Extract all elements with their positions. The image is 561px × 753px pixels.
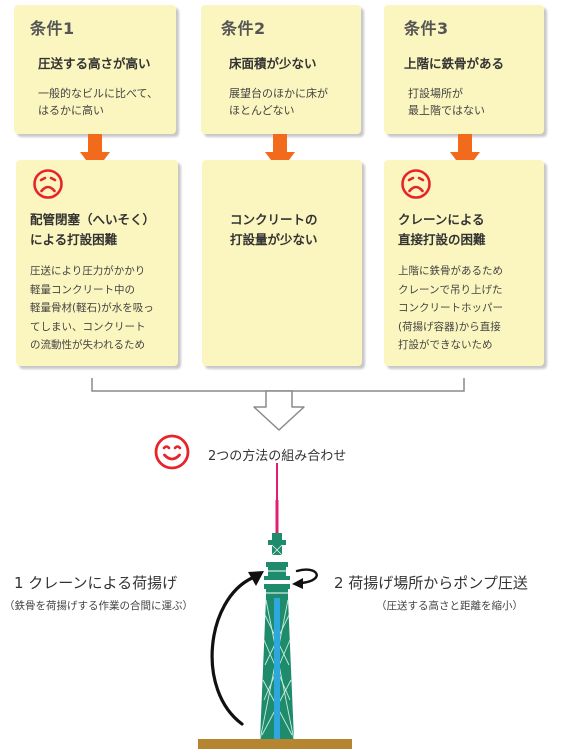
method-1-label: 1 クレーンによる荷揚げ xyxy=(14,574,178,592)
combination-label: 2つの方法の組み合わせ xyxy=(208,449,347,464)
smile-face-icon xyxy=(154,434,190,470)
condition-card-1: 条件1 圧送する高さが高い 一般的なビルに比べて、 はるかに高い xyxy=(14,5,176,134)
result-heading: クレーンによる 直接打設の困難 xyxy=(398,212,486,247)
result-heading: 配管閉塞（へいそく） による打設困難 xyxy=(30,212,156,247)
condition-heading: 上階に鉄骨がある xyxy=(404,56,505,71)
condition-description: 打設場所が 最上階ではない xyxy=(408,87,485,117)
result-description: 上階に鉄骨があるため クレーンで吊り上げた コンクリートホッパー (荷揚げ容器)… xyxy=(398,265,503,351)
method-2-label: 2 荷揚げ場所からポンプ圧送 xyxy=(334,574,528,592)
result-card-2: コンクリートの 打設量が少ない xyxy=(202,160,362,366)
condition-heading: 圧送する高さが高い xyxy=(38,56,151,71)
result-heading: コンクリートの 打設量が少ない xyxy=(230,212,318,247)
condition-heading: 床面積が少ない xyxy=(229,56,317,71)
result-card-3: クレーンによる 直接打設の困難 上階に鉄骨があるため クレーンで吊り上げた コン… xyxy=(384,160,544,366)
method-2-sublabel: （圧送する高さと距離を縮小） xyxy=(376,600,523,612)
sad-face-icon xyxy=(33,169,63,199)
result-card-1: 配管閉塞（へいそく） による打設困難 圧送により圧力がかかり 軽量コンクリート中… xyxy=(16,160,178,366)
condition-card-2: 条件2 床面積が少ない 展望台のほかに床が ほとんどない xyxy=(201,5,361,134)
method-1-sublabel: （鉄骨を荷揚げする作業の合間に運ぶ） xyxy=(4,600,193,612)
condition-card-3: 条件3 上階に鉄骨がある 打設場所が 最上階ではない xyxy=(384,5,544,134)
sad-face-icon xyxy=(401,169,431,199)
condition-description: 展望台のほかに床が ほとんどない xyxy=(229,87,328,117)
result-description: 圧送により圧力がかかり 軽量コンクリート中の 軽量骨材(軽石)が水を吸っ てしま… xyxy=(30,265,154,351)
condition-description: 一般的なビルに比べて、 はるかに高い xyxy=(38,87,159,117)
condition-title: 条件1 xyxy=(30,19,75,38)
condition-title: 条件3 xyxy=(404,19,449,38)
condition-title: 条件2 xyxy=(221,19,266,38)
